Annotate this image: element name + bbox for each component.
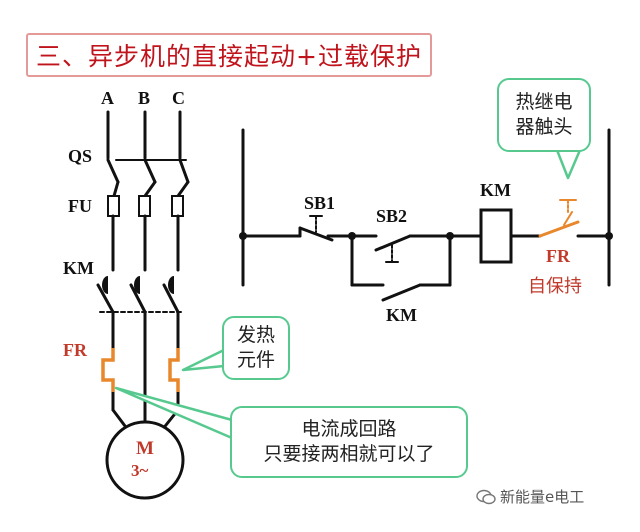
motor-circle: [105, 420, 185, 500]
qs-blade-a: [106, 158, 120, 184]
fuse-a: [107, 195, 120, 217]
fr-power-label: FR: [63, 340, 87, 360]
qs-blade-c: [178, 158, 190, 184]
fr-contact-blade: [538, 220, 580, 238]
heating-element-callout: 发热 元件: [222, 316, 290, 380]
current-callout-line-1: 电流成回路: [301, 418, 397, 441]
fr-contact-label: FR: [546, 246, 570, 266]
km-main-contact-a: [96, 283, 115, 314]
km-main-contact-c: [162, 283, 180, 314]
watermark: 新能量e电工: [476, 486, 584, 507]
phase-b-label: B: [138, 88, 151, 108]
km-main-contact-b: [129, 283, 147, 314]
fr-element-a: [101, 348, 115, 392]
km-aux-contact-label: KM: [386, 305, 417, 325]
title-box: 三、异步机的直接起动+过载保护: [26, 33, 432, 77]
thermal-callout-pointer: [555, 149, 582, 180]
current-callout-pointer: [114, 386, 233, 440]
sb2-label: SB2: [376, 206, 408, 226]
current-loop-callout: 电流成回路 只要接两相就可以了: [230, 406, 468, 478]
fuse-b: [138, 195, 151, 217]
self-hold-label: 自保持: [528, 276, 582, 297]
phase-b-to-fuse: [143, 180, 157, 198]
heating-callout-line-1: 发热: [236, 324, 275, 347]
wechat-icon: [476, 489, 496, 504]
sb1-label: SB1: [304, 193, 336, 213]
phase-c-label: C: [172, 88, 185, 108]
watermark-text: 新能量e电工: [500, 488, 585, 506]
phase-a-to-fuse: [112, 180, 120, 198]
fr-element-c: [168, 348, 180, 392]
fr-heating-elements: [101, 348, 180, 392]
sb2-contact-blade: [374, 234, 412, 252]
motor-label-m: M: [136, 438, 154, 459]
fr-contact-actuator: [563, 211, 573, 226]
junction-dots: [239, 232, 613, 240]
thermal-callout-line-2: 器触头: [515, 116, 573, 138]
km-coil: [479, 208, 513, 264]
qs-label: QS: [68, 146, 93, 166]
qs-blade-b: [143, 158, 157, 184]
phase-a-label: A: [101, 88, 114, 108]
thermal-relay-callout: 热继电 器触头: [497, 78, 591, 152]
diagram-title: 三、异步机的直接起动+过载保护: [36, 42, 422, 71]
motor-label-phase: 3~: [131, 461, 149, 480]
current-callout-line-2: 只要接两相就可以了: [263, 443, 435, 465]
km-aux-contact-blade: [381, 283, 422, 302]
sb1-contact-blade: [298, 226, 334, 242]
callout-pointers: [114, 149, 582, 440]
km-coil-label: KM: [480, 180, 511, 200]
heating-callout-line-2: 元件: [236, 349, 275, 371]
km-fixed-contacts: [102, 276, 174, 294]
fu-label: FU: [68, 196, 92, 216]
km-power-label: KM: [63, 258, 94, 278]
fuse-c: [171, 195, 184, 217]
phase-c-to-fuse: [176, 180, 190, 198]
heating-callout-pointer: [181, 348, 225, 372]
thermal-callout-line-1: 热继电: [515, 91, 573, 114]
